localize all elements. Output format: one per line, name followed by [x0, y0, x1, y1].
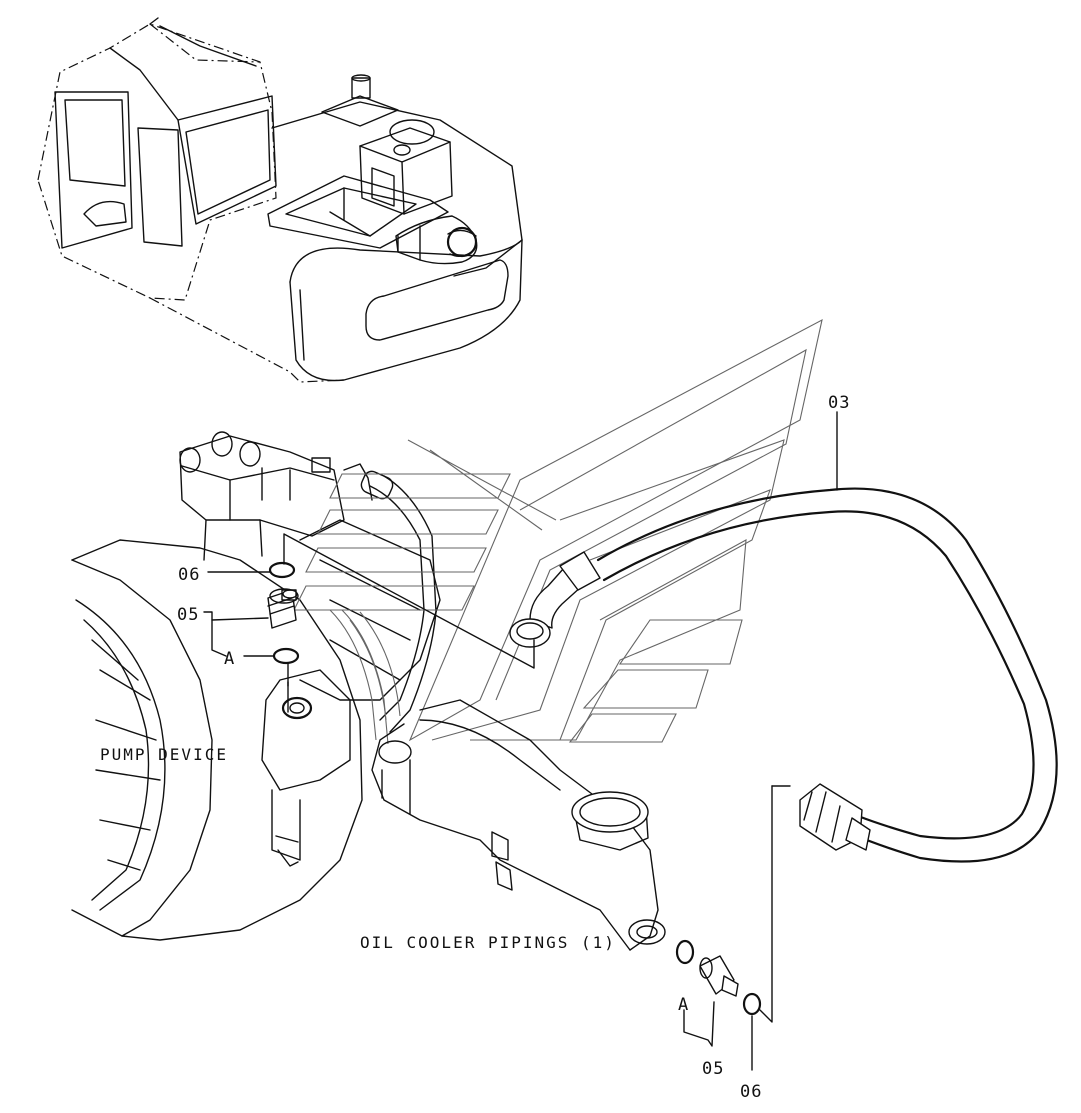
hose-03[interactable] [509, 487, 1058, 863]
lower-fittings[interactable] [675, 939, 762, 1016]
caption-pump-device: PUMP DEVICE [100, 745, 228, 764]
part-labels: 03 06 05 A A 05 06 [177, 393, 850, 1102]
o-ring-a-top[interactable] [272, 647, 300, 665]
excavator-overview [37, 17, 523, 383]
label-part-03: 03 [828, 393, 850, 413]
label-part-06-top: 06 [178, 565, 200, 585]
label-part-05-bottom: 05 [702, 1059, 724, 1079]
captions: PUMP DEVICE OIL COOLER PIPINGS (1) [100, 745, 616, 952]
upper-fittings[interactable] [267, 561, 300, 665]
o-ring-06-bottom[interactable] [742, 992, 762, 1016]
o-ring-06-top[interactable] [268, 561, 296, 579]
o-ring-a-bottom[interactable] [675, 939, 695, 965]
oil-cooler-pipe-body [371, 699, 666, 951]
label-part-06-bottom: 06 [740, 1082, 762, 1102]
label-part-05-top: 05 [177, 605, 199, 625]
caption-oil-cooler-pipings: OIL COOLER PIPINGS (1) [360, 933, 616, 952]
pump-device-assembly [71, 431, 441, 941]
label-ref-a-bottom: A [678, 995, 689, 1015]
label-ref-a-top: A [224, 649, 235, 669]
flow-direction-graphic [293, 318, 823, 743]
leader-lines [203, 411, 838, 1071]
